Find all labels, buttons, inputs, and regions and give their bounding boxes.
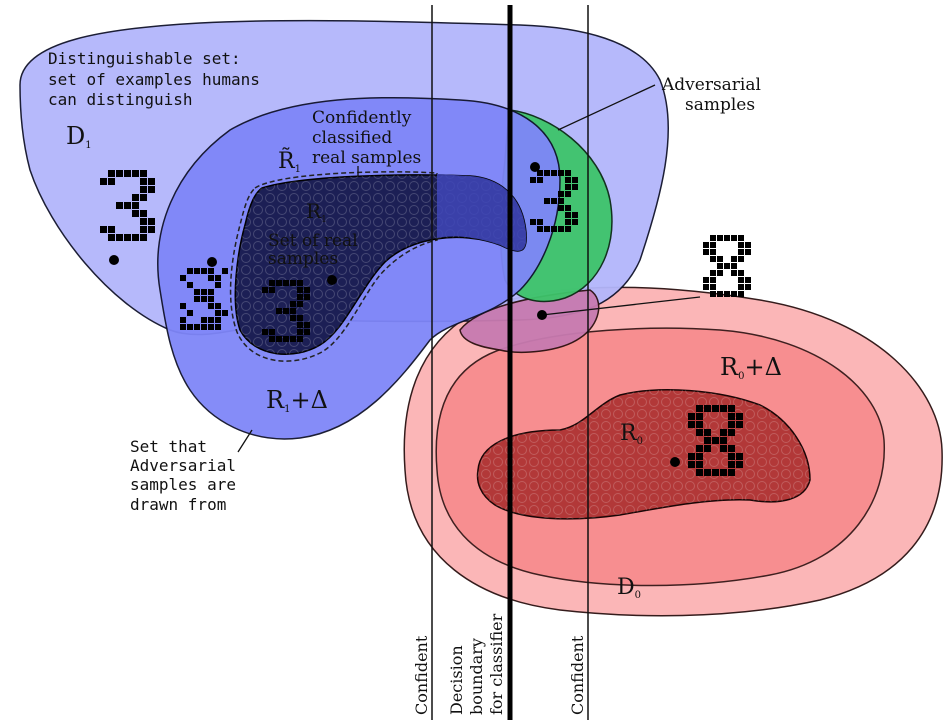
d1-label: D1 bbox=[66, 122, 92, 151]
set-real-label-2: samples bbox=[268, 249, 338, 269]
adversarial-label-2: samples bbox=[685, 95, 755, 115]
r0-plus-delta-label: R0+Δ bbox=[720, 353, 782, 382]
digit-3-adversarial bbox=[530, 170, 578, 232]
digit-8-adversarial bbox=[703, 235, 751, 297]
digit-3-r1 bbox=[262, 280, 310, 342]
confident-samples-label-3: real samples bbox=[312, 148, 421, 168]
r0-label: R0 bbox=[620, 421, 643, 447]
distinguishable-label-2: set of examples humans bbox=[48, 70, 260, 89]
pointer-adversarial bbox=[557, 84, 656, 131]
r1-tilde-label: R̃1 bbox=[278, 148, 301, 175]
confident-right-label: Confident bbox=[568, 635, 587, 715]
point-r1 bbox=[327, 275, 337, 285]
point-r1delta bbox=[207, 257, 217, 267]
confident-samples-label-2: classified bbox=[312, 128, 392, 148]
r1-label: R1 bbox=[306, 199, 327, 225]
d0-label: D0 bbox=[617, 575, 641, 601]
set-that-label-1: Set that bbox=[130, 437, 207, 456]
pointer-overlap bbox=[541, 296, 701, 316]
set-that-label-2: Adversarial bbox=[130, 456, 236, 475]
set-real-label-1: Set of real bbox=[268, 231, 358, 251]
distinguishable-label-1: Distinguishable set: bbox=[48, 49, 241, 68]
digit-8-r0 bbox=[688, 405, 743, 476]
r1-plus-delta-label: R1+Δ bbox=[266, 386, 328, 415]
confident-left-label: Confident bbox=[412, 635, 431, 715]
decision-boundary-label-3: for classifier bbox=[487, 613, 506, 715]
set-that-label-4: drawn from bbox=[130, 495, 226, 514]
point-r0 bbox=[670, 457, 680, 467]
adversarial-label-1: Adversarial bbox=[661, 75, 761, 95]
region-overlap bbox=[459, 289, 600, 354]
digit-3-d1 bbox=[100, 170, 155, 241]
pointer-set-that bbox=[237, 429, 253, 453]
set-that-label-3: samples are bbox=[130, 475, 236, 494]
decision-boundary-label-2: boundary bbox=[467, 638, 486, 715]
point-overlap bbox=[537, 310, 547, 320]
decision-boundary-label-1: Decision bbox=[447, 645, 466, 715]
region-r1-unconfident bbox=[437, 174, 527, 251]
point-d1 bbox=[109, 255, 119, 265]
distinguishable-label-3: can distinguish bbox=[48, 90, 193, 109]
confident-samples-label-1: Confidently bbox=[312, 108, 412, 128]
digit-3-r1delta bbox=[180, 268, 228, 330]
point-adversarial bbox=[530, 162, 540, 172]
